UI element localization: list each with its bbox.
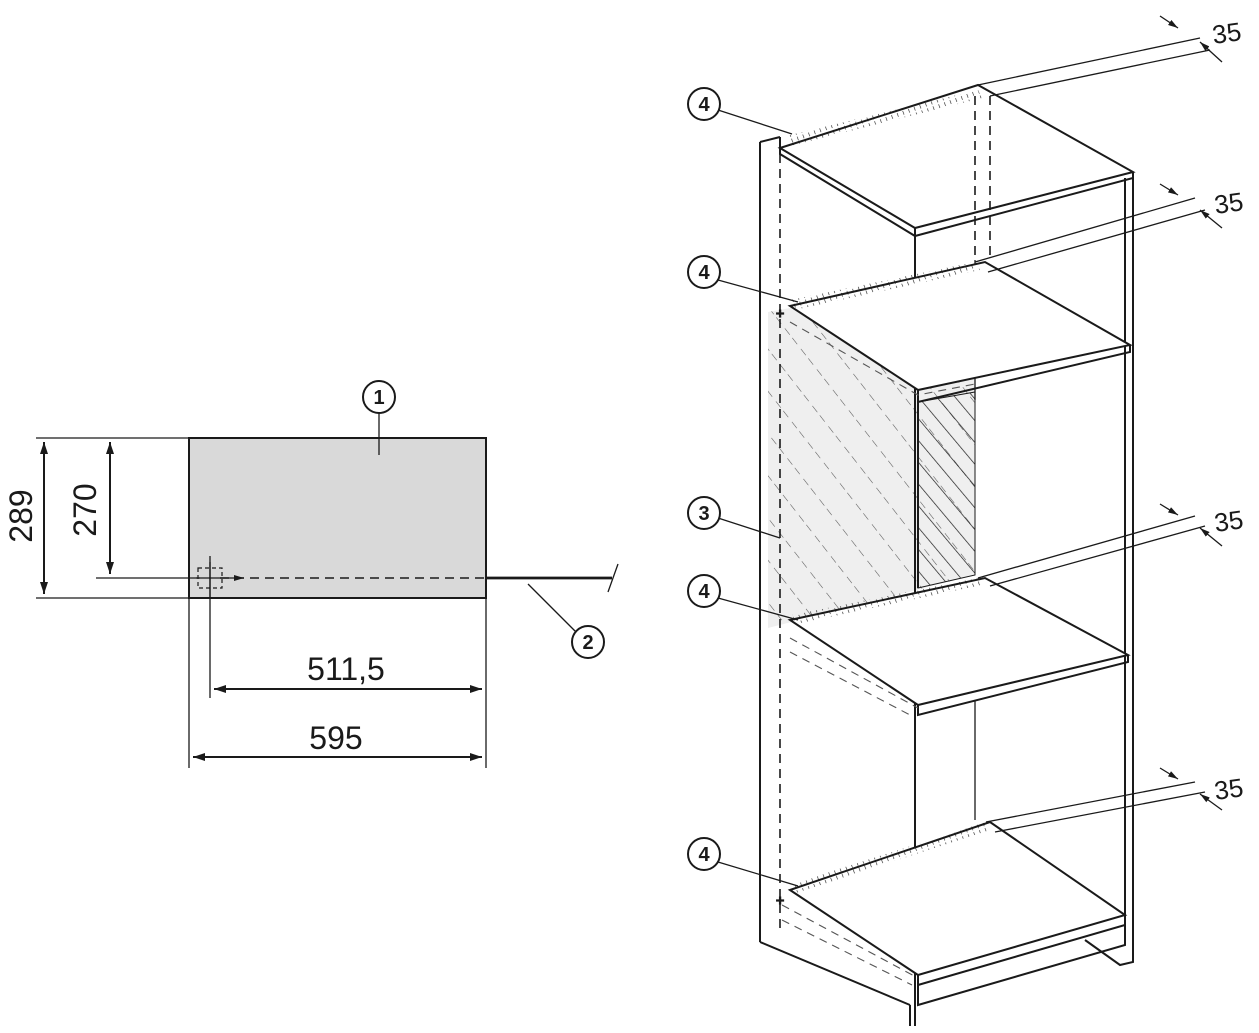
svg-text:4: 4 [698,844,710,866]
svg-text:4: 4 [698,262,710,284]
dimension-511-5: 511,5 [307,651,385,687]
top-board [777,83,1136,230]
callout-4-top: 4 [687,87,793,135]
dimension-595: 595 [309,720,362,756]
clearance-bottom: 35 [985,767,1245,833]
callout-4-lower: 4 [687,574,799,621]
dimension-270: 270 [67,483,103,536]
clearance-top-label: 35 [1210,16,1243,50]
callout-4-upper: 4 [687,255,799,303]
clearance-upper-label: 35 [1212,186,1245,220]
callout-4-bottom: 4 [687,837,799,887]
svg-text:+: + [776,892,784,908]
clearance-bottom-label: 35 [1212,772,1245,806]
callout-circle-1 [362,380,396,414]
callout-circle-2 [571,625,605,659]
callout-1: 1 [373,387,384,409]
left-drawing: 289 270 511,5 595 1 2 [3,380,619,768]
svg-text:4: 4 [698,94,710,116]
svg-text:4: 4 [698,581,710,603]
callout-2: 2 [582,632,593,654]
svg-text:3: 3 [698,503,709,525]
appliance-body [188,437,487,599]
clearance-middle: 35 [977,503,1245,587]
clearance-upper: 35 [974,183,1245,273]
right-drawing: 35 35 35 35 4 [687,15,1245,1026]
clearance-middle-label: 35 [1212,504,1245,538]
callout-3: 3 [687,496,781,539]
niche-side [917,391,976,589]
bottom-board [787,820,1128,977]
svg-text:+: + [776,305,784,321]
dimension-289: 289 [3,489,39,542]
clearance-top: 35 [977,15,1243,97]
socket-icon [196,556,226,598]
